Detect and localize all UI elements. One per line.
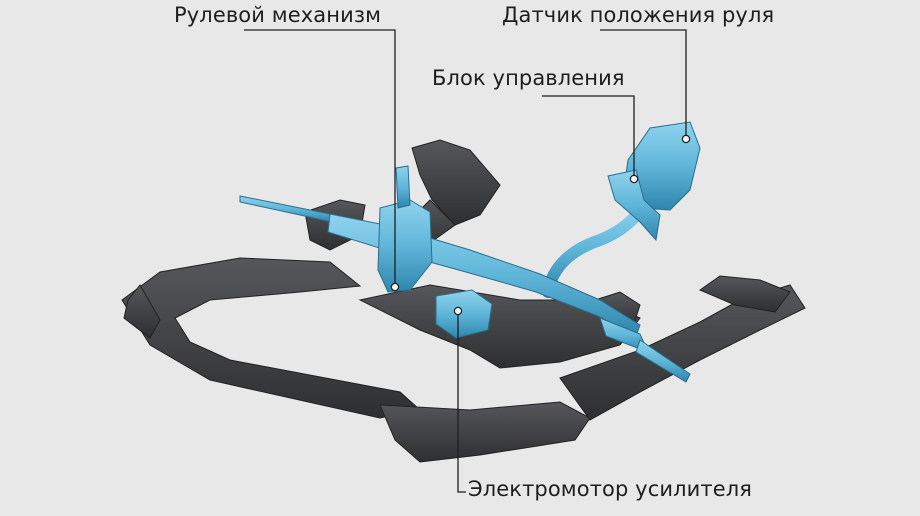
tie-rod-right — [635, 339, 691, 383]
dot-control-unit — [629, 174, 639, 184]
steering-rack — [239, 165, 691, 383]
pinion-housing — [377, 199, 433, 293]
steering-column-bracket — [607, 169, 661, 242]
motor-body — [435, 289, 493, 339]
subframe-rear-tower — [411, 139, 501, 226]
label-steering-gear: Рулевой механизм — [174, 3, 382, 27]
label-control-unit: Блок управления — [432, 66, 625, 90]
subframe-front-beam — [379, 401, 591, 463]
callout-dots — [390, 134, 691, 316]
control-unit-assembly — [607, 121, 701, 242]
leader-angle-sensor — [600, 29, 687, 136]
pinion-shaft — [395, 165, 411, 209]
leader-control-unit — [542, 95, 635, 176]
label-steering-angle-sensor: Датчик положения руля — [502, 3, 775, 27]
dot-angle-sensor — [681, 134, 691, 144]
subframe-left-arm — [121, 257, 422, 419]
label-assist-motor: Электромотор усилителя — [468, 477, 752, 501]
leader-steering-gear — [244, 29, 396, 285]
dot-steering-gear — [390, 282, 400, 292]
leader-motor — [457, 312, 466, 493]
subframe-right-arm — [559, 284, 806, 421]
subframe-right-horn — [698, 275, 791, 313]
subframe-left-horn — [123, 284, 161, 339]
intermediate-shaft — [542, 199, 651, 298]
dot-motor — [453, 306, 463, 316]
subframe-crossmember — [358, 284, 641, 369]
leader-lines — [244, 29, 687, 493]
steering-shaft — [542, 199, 651, 298]
